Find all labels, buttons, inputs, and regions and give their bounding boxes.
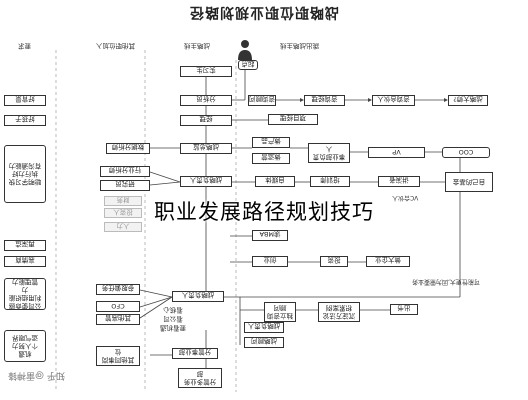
exit-book: 出书 bbox=[390, 304, 418, 315]
note-company: 看公司 bbox=[163, 315, 183, 323]
requirement-eq: 高情商 bbox=[4, 256, 46, 267]
requirement-effort: 个人努力 bbox=[12, 342, 38, 350]
note-core: 看核心 bbox=[163, 306, 183, 314]
watermark: 知乎 @雷神锋 bbox=[8, 370, 65, 380]
exit-speaker: 讲演者 bbox=[378, 176, 420, 187]
exit-coo: COO bbox=[442, 147, 490, 158]
exit-consultant: 咨询顾问 bbox=[248, 95, 276, 106]
requirement-group-org: 公司使命感 利用组织能力 管理能力 bbox=[4, 278, 46, 310]
main-group-head: 分管多业务部 bbox=[178, 368, 222, 388]
exit-own-fund: 自己的基金 bbox=[445, 172, 493, 192]
exit-vp: VP bbox=[368, 147, 425, 158]
column-header-exit-main: 跳出战略主线 bbox=[280, 42, 319, 50]
requirement-vision: 运气眼界 bbox=[12, 334, 38, 342]
entry-peer: 其他同事岗位 bbox=[96, 346, 140, 366]
requirement-org-ability: 利用组织能力 bbox=[8, 286, 42, 302]
requirement-good-kid: 好孩子 bbox=[4, 115, 46, 126]
exit-strategy-owner-2: 战略负责人 bbox=[244, 322, 284, 333]
exit-strategy-advisor: 战略顾问 bbox=[244, 337, 284, 348]
exit-operations: 做运营 bbox=[252, 153, 290, 164]
exit-methodology: 沉淀方法论 积累案例 bbox=[318, 302, 360, 322]
note-opportunity-group: 要看机遇 看公司 看核心 bbox=[158, 305, 188, 332]
main-manager: 经理 bbox=[180, 115, 232, 126]
start-person-icon bbox=[235, 38, 255, 66]
requirement-smart: 聪明学习快 bbox=[8, 178, 42, 186]
requirement-further-study: 再深造 bbox=[4, 240, 46, 251]
entry-cfo: CFO bbox=[96, 301, 140, 312]
requirement-communication: 有沟通能力 bbox=[8, 162, 42, 170]
exit-methodology-line: 沉淀方法论 bbox=[322, 312, 356, 320]
exit-big-company: 做大企业 bbox=[366, 256, 410, 267]
main-intern: 实习生 bbox=[180, 66, 232, 77]
main-analyst: 分析员 bbox=[180, 95, 232, 106]
exit-partner: 咨询合伙人 bbox=[372, 95, 415, 106]
exit-mba: 读MBA bbox=[252, 230, 288, 241]
exit-master: 战略大师? bbox=[448, 95, 488, 106]
exit-independent-consultant: 独立咨询顾问 bbox=[264, 302, 296, 322]
main-bu-head: 分管事业部 bbox=[172, 348, 218, 359]
column-header-requirements: 要求 bbox=[18, 42, 31, 50]
exit-entrepreneurship: 创业 bbox=[252, 256, 288, 267]
note-more-likely: 可能性更大,因为需要业务 bbox=[412, 278, 480, 285]
main-strategy-analyst: 战略负责人 bbox=[180, 176, 232, 187]
exit-media: 自媒体 bbox=[255, 176, 295, 187]
main-strategy-director: 战略总监 bbox=[180, 143, 232, 154]
requirement-good-background: 好背景 bbox=[4, 95, 46, 106]
main-strategy-owner: 战略负责人 bbox=[172, 291, 224, 302]
column-header-strategy-main: 战略主线 bbox=[184, 42, 210, 50]
column-header-other-entry: 其他职位加入 bbox=[96, 42, 135, 50]
entry-industry-analyst: 行业分析师 bbox=[100, 166, 150, 177]
requirement-group-talent: 聪明学习快 执行力好 有沟通能力 bbox=[4, 145, 46, 203]
exit-trainer: 培训师 bbox=[310, 176, 350, 187]
exit-bu-owner: 事业部负责人 bbox=[308, 143, 350, 163]
requirement-mission: 公司使命感 bbox=[8, 302, 42, 310]
overlay-caption: 职业发展路径规划技巧 bbox=[154, 200, 374, 224]
entry-researcher: 研究员 bbox=[100, 180, 150, 191]
requirement-group-luck: 机遇 个人努力 运气眼界 bbox=[4, 330, 46, 362]
requirement-execution: 执行力好 bbox=[12, 170, 38, 178]
entry-chief: 参股偏任务 bbox=[96, 284, 140, 295]
note-opportunity: 要看机遇 bbox=[160, 324, 186, 332]
entry-data-analyst: 数据分析师 bbox=[106, 143, 150, 154]
exit-invest: 投资 bbox=[320, 256, 348, 267]
exit-product: 做产品 bbox=[252, 137, 290, 148]
requirement-opportunity: 机遇 bbox=[18, 350, 32, 358]
requirement-management: 管理能力 bbox=[12, 278, 38, 286]
exit-consultant-manager: 咨询经理 bbox=[304, 95, 345, 106]
start-box: 起点 bbox=[238, 60, 258, 70]
entry-top-mgmt: 其他高管 bbox=[96, 314, 140, 325]
exit-project-manager: 项目经理 bbox=[268, 114, 318, 125]
diagram-title: 战略职位职业规划路径 bbox=[189, 4, 339, 20]
exit-cases-line: 积累案例 bbox=[326, 304, 352, 312]
